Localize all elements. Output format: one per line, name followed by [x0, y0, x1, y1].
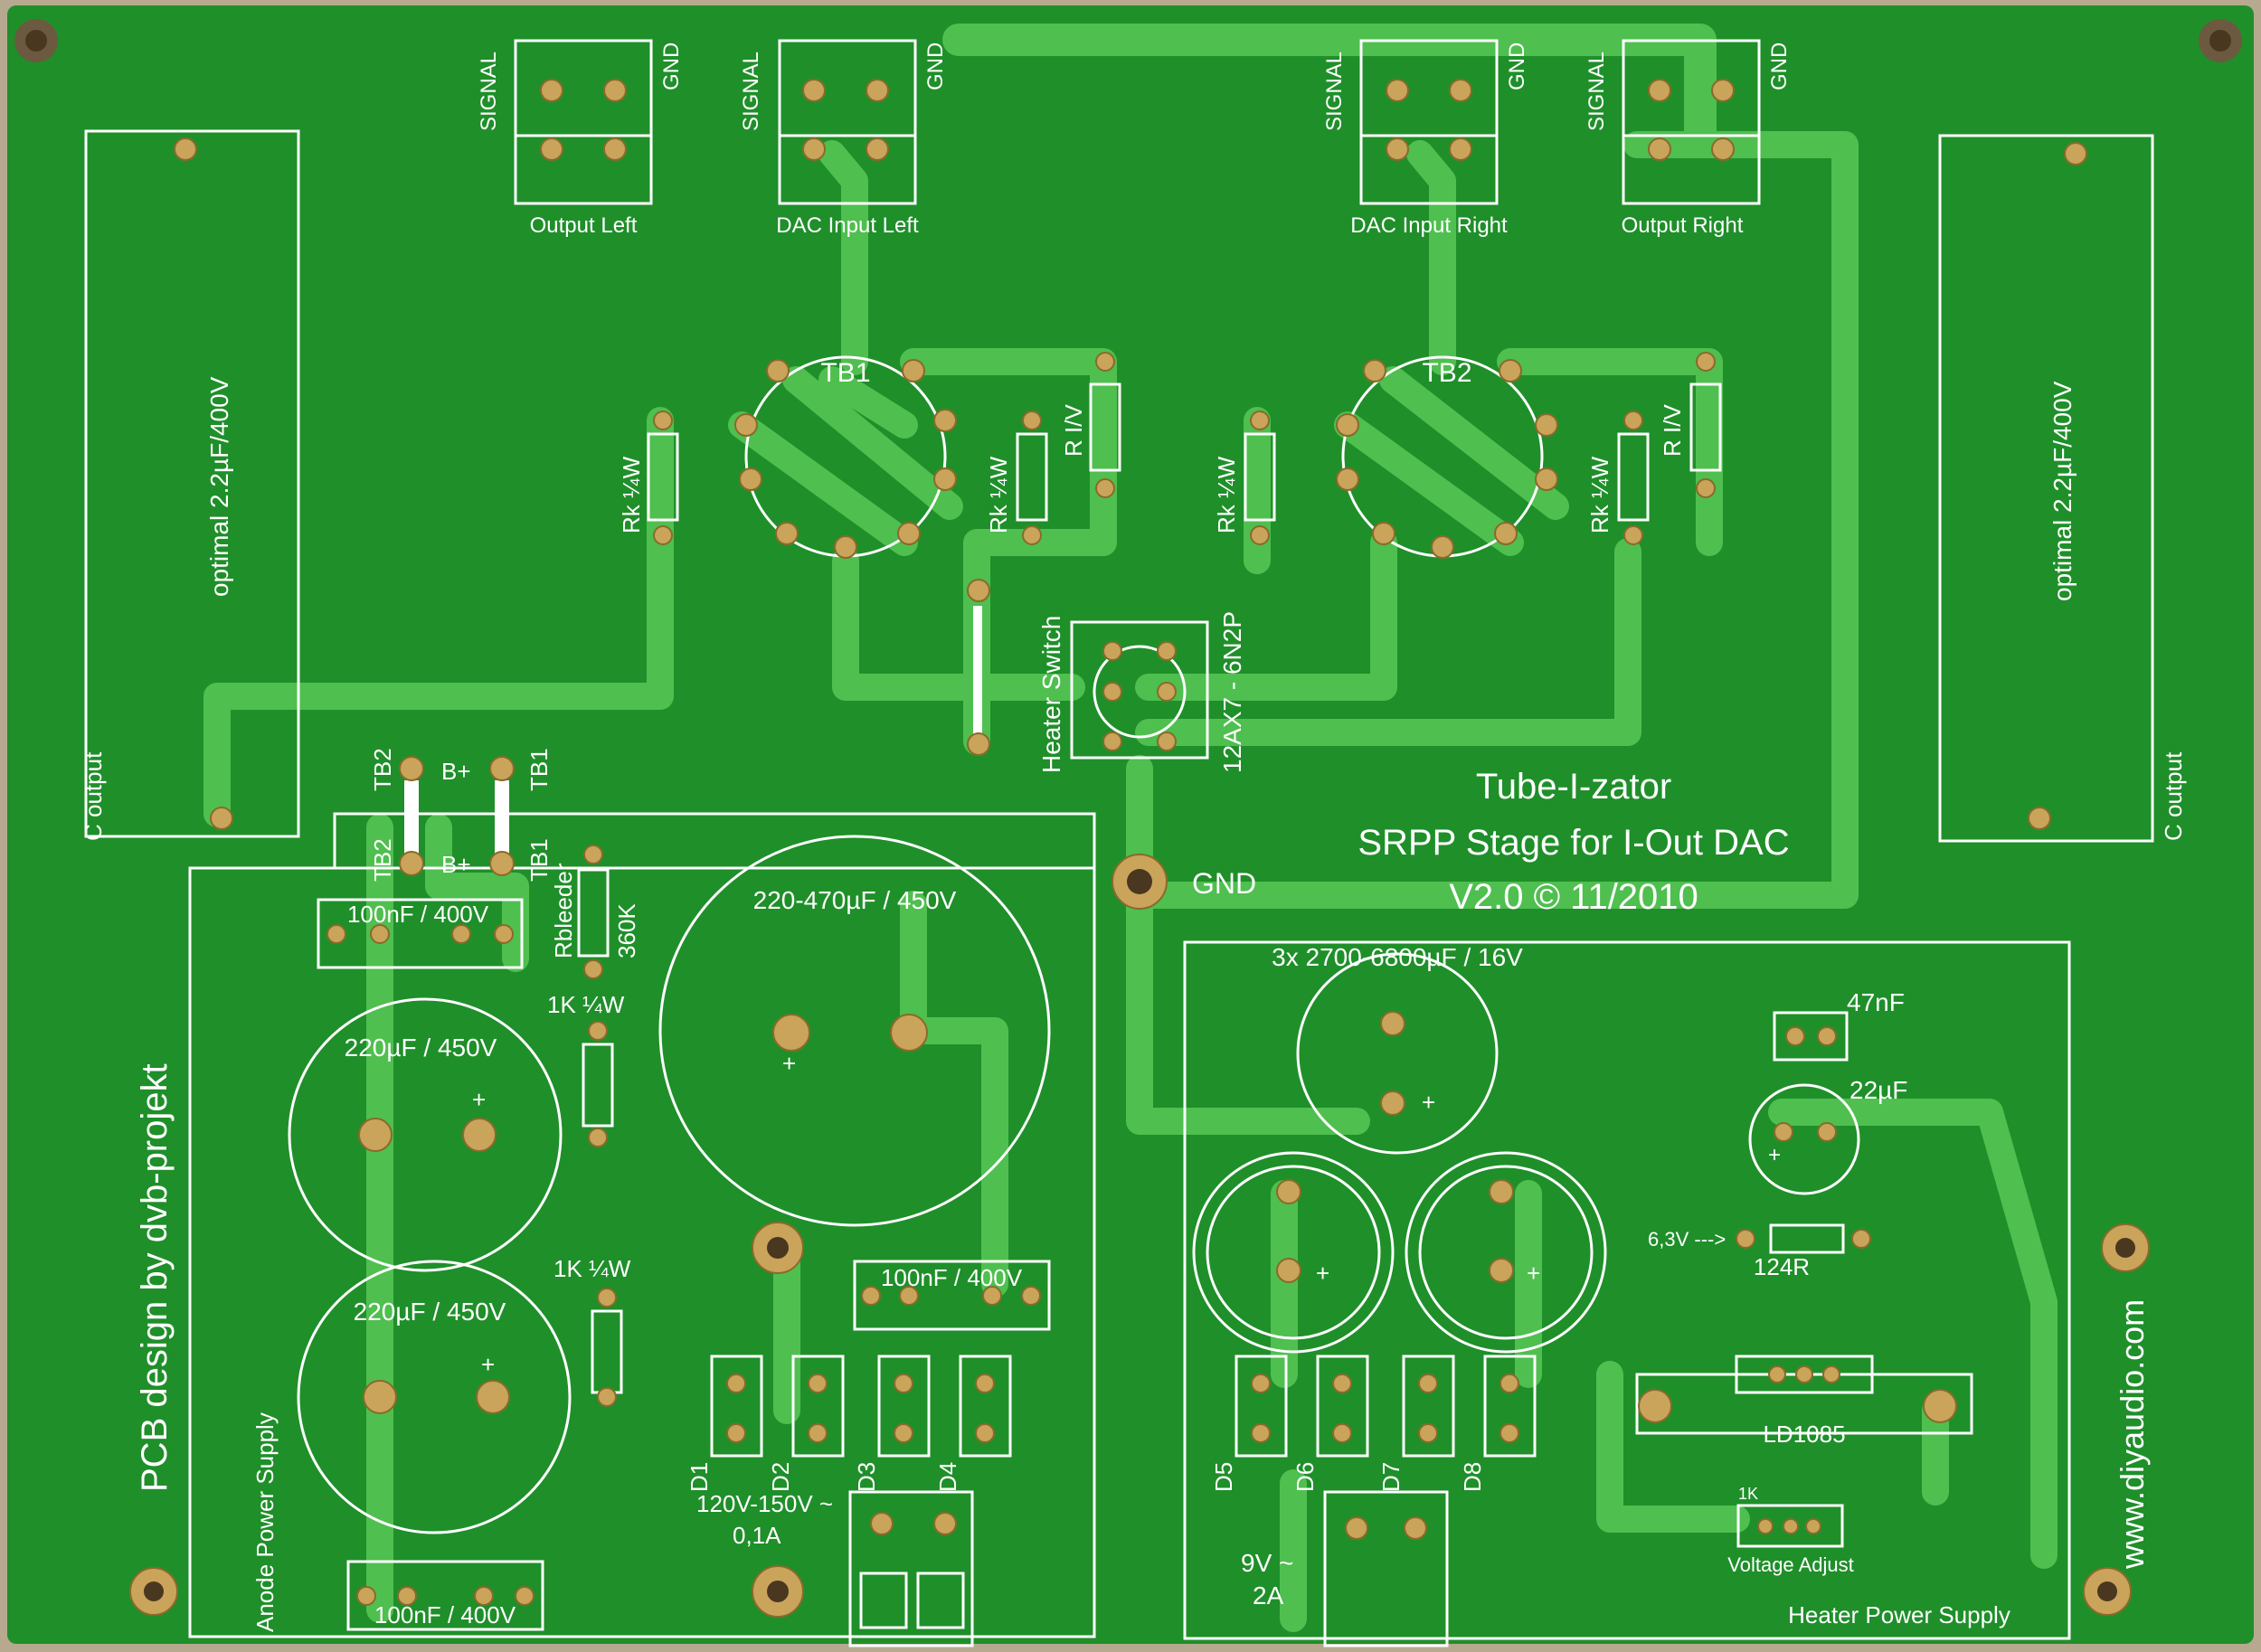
- label-r2: 1K ¼W: [553, 1255, 631, 1282]
- plus-heater-cap3: +: [1527, 1260, 1540, 1287]
- label-d2: D2: [767, 1462, 794, 1492]
- bplus-jumpers: [404, 780, 419, 862]
- label-pot-value: 1K: [1738, 1485, 1758, 1503]
- label-output-left: Output Left: [530, 213, 638, 238]
- heater-switch-block: [967, 579, 1209, 760]
- label-voltage-adjust: Voltage Adjust: [1727, 1553, 1853, 1576]
- board-version: V2.0 © 11/2010: [1449, 877, 1698, 917]
- tube-socket-tb1: [734, 355, 957, 559]
- label-output-left-signal: SIGNAL: [477, 52, 501, 131]
- plus-cap2: +: [481, 1351, 495, 1378]
- tube-socket-tb2: [1336, 355, 1558, 559]
- label-anode-cap-top: 100nF / 400V: [347, 901, 489, 928]
- label-cap1: 220µF / 450V: [345, 1034, 497, 1062]
- connector-output-right: [1622, 39, 1761, 205]
- label-c-output-right: C output: [2160, 751, 2187, 841]
- label-designer: PCB design by dvb-projekt: [135, 1063, 175, 1492]
- label-tb1-riv: R I/V: [1060, 404, 1087, 457]
- label-anode-cap-bottom: 100nF / 400V: [374, 1601, 516, 1628]
- label-tb2-top: TB2: [369, 748, 396, 791]
- label-regulator: LD1085: [1763, 1421, 1845, 1448]
- label-dac-input-left-gnd: GND: [923, 42, 948, 90]
- label-dac-input-right: DAC Input Right: [1350, 213, 1508, 238]
- label-gnd-center: GND: [1192, 867, 1256, 900]
- label-heater-switch: Heater Switch: [1037, 616, 1065, 773]
- label-anode-cap-mid: 100nF / 400V: [881, 1264, 1023, 1291]
- label-heater-input-current: 2A: [1253, 1581, 1284, 1610]
- label-tb1-top: TB1: [525, 748, 553, 791]
- plus-big-cap: +: [782, 1050, 796, 1077]
- label-d7: D7: [1377, 1462, 1405, 1492]
- label-heater-section: Heater Power Supply: [1788, 1601, 2010, 1628]
- label-tb2-rk-left: Rk ¼W: [1213, 456, 1240, 533]
- label-tb2-rk-right: Rk ¼W: [1586, 456, 1613, 533]
- label-c47: 47nF: [1847, 988, 1905, 1016]
- label-c-output-left: C output: [80, 751, 107, 841]
- label-c22: 22µF: [1849, 1076, 1907, 1104]
- label-website: www.diyaudio.com: [2114, 1299, 2151, 1570]
- label-output-right-gnd: GND: [1767, 42, 1792, 90]
- label-6v3: 6,3V --->: [1648, 1228, 1726, 1251]
- label-heater-caps: 3x 2700-6800µF / 16V: [1272, 943, 1523, 971]
- label-d6: D6: [1291, 1462, 1319, 1492]
- label-d5: D5: [1210, 1462, 1237, 1492]
- label-d4: D4: [934, 1462, 961, 1492]
- label-d3: D3: [853, 1462, 880, 1492]
- label-c-output-right-cap: optimal 2.2µF/400V: [2048, 381, 2077, 601]
- label-heater-input: 9V ~: [1241, 1549, 1293, 1577]
- plus-c22: +: [1768, 1143, 1781, 1167]
- label-tb2: TB2: [1422, 358, 1471, 388]
- board-subtitle: SRPP Stage for I-Out DAC: [1358, 823, 1789, 863]
- plus-heater-cap2: +: [1316, 1260, 1329, 1287]
- connector-output-left: [514, 39, 653, 205]
- anode-supply-outlines: [188, 756, 1096, 1647]
- label-cap2: 220µF / 450V: [354, 1298, 506, 1326]
- connector-dac-input-left: [778, 39, 917, 205]
- label-dac-input-left-signal: SIGNAL: [739, 52, 763, 131]
- label-tube-types: 12AX7 - 6N2P: [1218, 611, 1246, 773]
- board-title: Tube-I-zator: [1476, 767, 1671, 807]
- tube-resistors: [647, 352, 1722, 545]
- plus-cap1: +: [472, 1086, 486, 1113]
- heater-supply-outlines: [1183, 940, 2071, 1647]
- label-bplus-bottom: B+: [441, 851, 471, 878]
- label-r124: 124R: [1754, 1253, 1810, 1280]
- label-tb2-bottom: TB2: [369, 838, 396, 882]
- label-anode-input: 120V-150V ~: [696, 1490, 833, 1517]
- label-tb2-riv: R I/V: [1659, 404, 1686, 457]
- plus-heater-cap1: +: [1422, 1089, 1435, 1116]
- c-output-left-outline: [84, 129, 300, 838]
- label-dac-input-right-signal: SIGNAL: [1322, 52, 1347, 131]
- label-output-right-signal: SIGNAL: [1585, 52, 1609, 131]
- label-output-left-gnd: GND: [659, 42, 684, 90]
- label-anode-input-current: 0,1A: [733, 1522, 781, 1549]
- mounting-holes: [14, 19, 2242, 1618]
- label-tb1-rk-right: Rk ¼W: [985, 456, 1012, 533]
- label-big-cap: 220-470µF / 450V: [753, 886, 957, 914]
- label-rbleeder: Rbleeder: [550, 863, 577, 958]
- label-rbleeder-value: 360K: [613, 903, 640, 958]
- label-r1: 1K ¼W: [547, 991, 625, 1018]
- label-bplus-top: B+: [441, 758, 471, 785]
- label-d8: D8: [1459, 1462, 1486, 1492]
- label-anode-section: Anode Power Supply: [251, 1412, 279, 1632]
- label-dac-input-left: DAC Input Left: [776, 213, 919, 238]
- label-tb1: TB1: [820, 358, 870, 388]
- label-output-right: Output Right: [1622, 213, 1744, 238]
- label-tb1-bottom: TB1: [525, 838, 553, 882]
- label-c-output-left-cap: optimal 2.2µF/400V: [205, 376, 233, 597]
- connector-dac-input-right: [1359, 39, 1499, 205]
- label-dac-input-right-gnd: GND: [1505, 42, 1529, 90]
- label-d1: D1: [686, 1462, 713, 1492]
- c-output-right-outline: [1938, 134, 2154, 843]
- label-tb1-rk-left: Rk ¼W: [618, 456, 645, 533]
